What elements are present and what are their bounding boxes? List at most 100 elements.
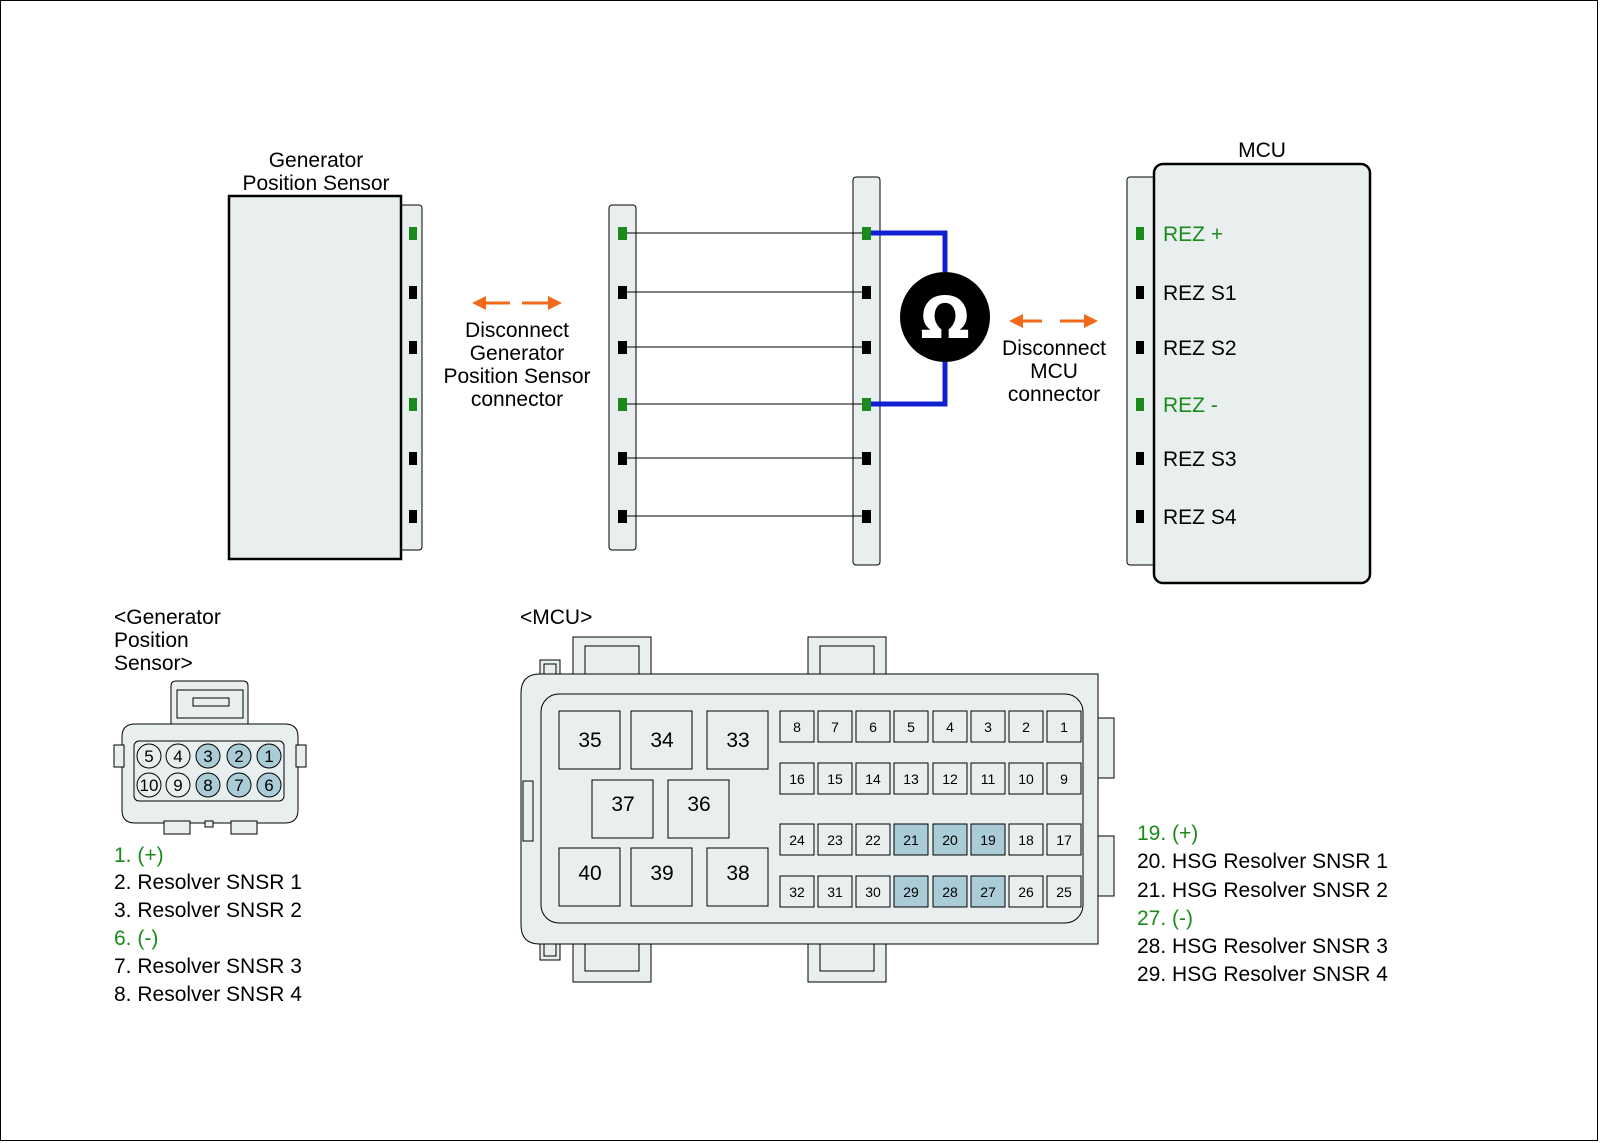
pin-number: 36 [687,793,710,816]
pin-number: 22 [865,832,881,848]
connector-pin [932,710,968,743]
connector-pin [1046,710,1082,743]
sensor-title-line2: Position Sensor [242,172,389,195]
pin-number: 18 [1018,832,1034,848]
pin-number: 23 [827,832,843,848]
connector-pin [932,762,968,795]
connector-pin [195,743,221,769]
pin-number: 38 [726,862,749,885]
connector-pin [1008,762,1044,795]
connector-pin [1046,823,1082,856]
legend-item: 27. (-) [1137,907,1193,930]
connector-pin [970,823,1006,856]
pin-number: 3 [984,719,992,735]
disconnect-arrow-sensor [472,296,562,310]
mcu-big-pins: 35 34 33 37 36 40 39 38 [558,710,769,907]
legend-item: 6. (-) [114,927,158,950]
mcu-title: MCU [1238,139,1286,162]
mcu-pin-legend: 19. (+) 20. HSG Resolver SNSR 1 21. HSG … [1137,822,1388,986]
sensor-connector-strip [399,204,423,551]
connector-pin [1046,762,1082,795]
pin-number: 12 [942,771,958,787]
connector-pin [779,710,815,743]
pin-number: 4 [173,747,182,766]
pin-number: 7 [234,776,243,795]
harness-right-pins [862,227,871,523]
disconnect-sensor-line3: Position Sensor [443,365,590,388]
disconnect-sensor-line1: Disconnect [465,319,569,342]
connector-pin [893,710,929,743]
connector-pin [1008,875,1044,908]
pin-number: 1 [264,747,273,766]
pin-number: 5 [144,747,153,766]
pin-number: 19 [980,832,996,848]
pin-number: 1 [1060,719,1068,735]
connector-pin [1008,823,1044,856]
mcu-body [1152,162,1372,585]
harness-right-strip [852,176,881,566]
pin-number: 11 [981,771,996,787]
pin-number: 2 [234,747,243,766]
sensor-pin [409,286,417,299]
legend-item: 28. HSG Resolver SNSR 3 [1137,935,1388,958]
mcu-pin-label: REZ - [1163,394,1218,417]
disconnect-arrow-mcu [1009,314,1098,328]
pin-number: 28 [942,884,958,900]
connector-pin [817,823,853,856]
legend-item: 7. Resolver SNSR 3 [114,955,302,978]
disconnect-sensor-line4: connector [471,388,563,411]
pin-number: 10 [140,776,159,795]
connector-pin [893,823,929,856]
pin-number: 14 [865,771,881,787]
pin-number: 37 [611,793,634,816]
pin-number: 9 [1060,771,1068,787]
pin-number: 8 [203,776,212,795]
pin-number: 26 [1018,884,1034,900]
pin-number: 3 [203,747,212,766]
pin-number: 4 [946,719,954,735]
connector-pin [165,743,191,769]
sensor-connector-title-line3: Sensor> [114,652,193,675]
legend-item: 20. HSG Resolver SNSR 1 [1137,850,1388,873]
pin-number: 6 [264,776,273,795]
pin-number: 32 [789,884,805,900]
legend-item: 29. HSG Resolver SNSR 4 [1137,963,1388,986]
connector-pin [1008,710,1044,743]
connector-pin [226,743,252,769]
legend-item: 19. (+) [1137,822,1198,845]
harness-left-strip [608,204,637,551]
pin-number: 35 [578,729,601,752]
legend-item: 2. Resolver SNSR 1 [114,871,302,894]
meter-leads [871,230,948,407]
mcu-pin-label: REZ S4 [1163,506,1237,529]
connector-pin [970,875,1006,908]
pin-number: 16 [789,771,805,787]
connector-pin [893,875,929,908]
pin-number: 20 [942,832,958,848]
legend-item: 21. HSG Resolver SNSR 2 [1137,879,1388,902]
pin-number: 6 [869,719,877,735]
disconnect-mcu-line3: connector [1008,383,1100,406]
pin-number: 17 [1056,832,1072,848]
legend-item: 1. (+) [114,844,164,867]
pin-number: 15 [827,771,843,787]
sensor-pin [409,341,417,354]
pin-number: 30 [865,884,881,900]
pin-number: 27 [980,884,996,900]
connector-pin [558,847,621,907]
connector-pin [855,710,891,743]
pin-number: 21 [903,832,919,848]
connector-pin [1046,875,1082,908]
connector-pin [706,710,769,770]
connector-pin [779,875,815,908]
pin-number: 5 [907,719,915,735]
mcu-pin-label: REZ S3 [1163,448,1237,471]
connector-pin [667,779,730,839]
connector-pin [558,710,621,770]
disconnect-mcu-line1: Disconnect [1002,337,1106,360]
connector-pin [630,710,693,770]
connector-pin [932,875,968,908]
connector-pin [817,762,853,795]
connector-pin [855,875,891,908]
disconnect-mcu-line2: MCU [1030,360,1078,383]
